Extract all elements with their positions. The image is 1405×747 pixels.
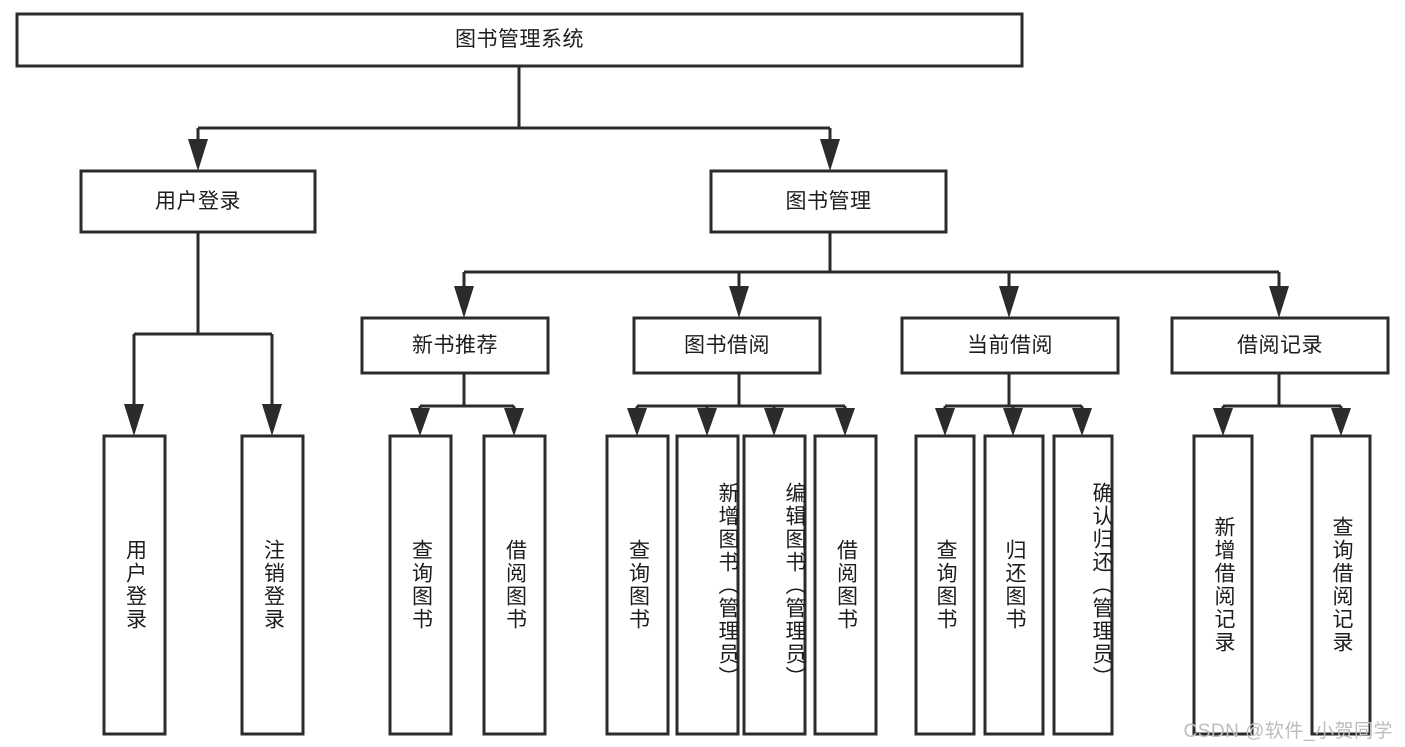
- arrow-head-leaf-query-book-3: [935, 408, 955, 436]
- arrow-head-new-book-rec: [454, 286, 474, 318]
- connector-group-root: [188, 66, 840, 171]
- arrow-head-leaf-add-book: [697, 408, 717, 436]
- node-box-book-manage[interactable]: [709, 169, 948, 234]
- arrow-head-user-login: [188, 139, 208, 171]
- arrow-head-leaf-add-record: [1213, 408, 1233, 436]
- node-box-user-login[interactable]: [79, 169, 317, 234]
- connector-group-current-borrow: [935, 373, 1092, 436]
- connector-group-book-borrow: [627, 373, 855, 436]
- node-box-leaf-confirm-return[interactable]: [1052, 434, 1114, 736]
- node-box-leaf-query-book-3[interactable]: [914, 434, 976, 736]
- connector-group-borrow-record: [1213, 373, 1351, 436]
- node-box-leaf-logout[interactable]: [240, 434, 305, 736]
- arrow-head-leaf-query-record: [1331, 408, 1351, 436]
- arrow-head-leaf-query-book-2: [627, 408, 647, 436]
- arrow-head-leaf-user-login: [124, 404, 144, 436]
- connector-group-new-book-rec: [410, 373, 524, 436]
- arrow-head-leaf-query-book-1: [410, 408, 430, 436]
- arrow-head-leaf-confirm-return: [1072, 408, 1092, 436]
- arrow-head-borrow-record: [1269, 286, 1289, 318]
- node-box-leaf-user-login[interactable]: [102, 434, 167, 736]
- node-box-leaf-return-book[interactable]: [983, 434, 1045, 736]
- connector-group-book-manage: [454, 232, 1289, 318]
- node-box-borrow-record[interactable]: [1170, 316, 1390, 375]
- node-box-leaf-borrow-book-1[interactable]: [482, 434, 547, 736]
- node-box-book-borrow[interactable]: [632, 316, 822, 375]
- node-box-leaf-borrow-book-2[interactable]: [813, 434, 878, 736]
- arrow-head-leaf-return-book: [1003, 408, 1023, 436]
- connector-group-user-login: [124, 232, 282, 436]
- node-box-leaf-add-record[interactable]: [1192, 434, 1254, 736]
- node-box-leaf-query-record[interactable]: [1310, 434, 1372, 736]
- node-box-leaf-add-book[interactable]: [675, 434, 740, 736]
- arrow-head-book-manage: [820, 139, 840, 171]
- arrow-head-leaf-edit-book: [764, 408, 784, 436]
- arrow-head-leaf-borrow-book-2: [835, 408, 855, 436]
- node-box-root[interactable]: [15, 12, 1024, 68]
- node-box-leaf-query-book-1[interactable]: [388, 434, 453, 736]
- node-box-new-book-rec[interactable]: [360, 316, 550, 375]
- arrow-head-leaf-logout: [262, 404, 282, 436]
- node-box-current-borrow[interactable]: [900, 316, 1120, 375]
- arrow-head-current-borrow: [999, 286, 1019, 318]
- arrow-head-book-borrow: [729, 286, 749, 318]
- node-box-leaf-query-book-2[interactable]: [605, 434, 670, 736]
- arrow-head-leaf-borrow-book-1: [504, 408, 524, 436]
- node-box-leaf-edit-book[interactable]: [742, 434, 807, 736]
